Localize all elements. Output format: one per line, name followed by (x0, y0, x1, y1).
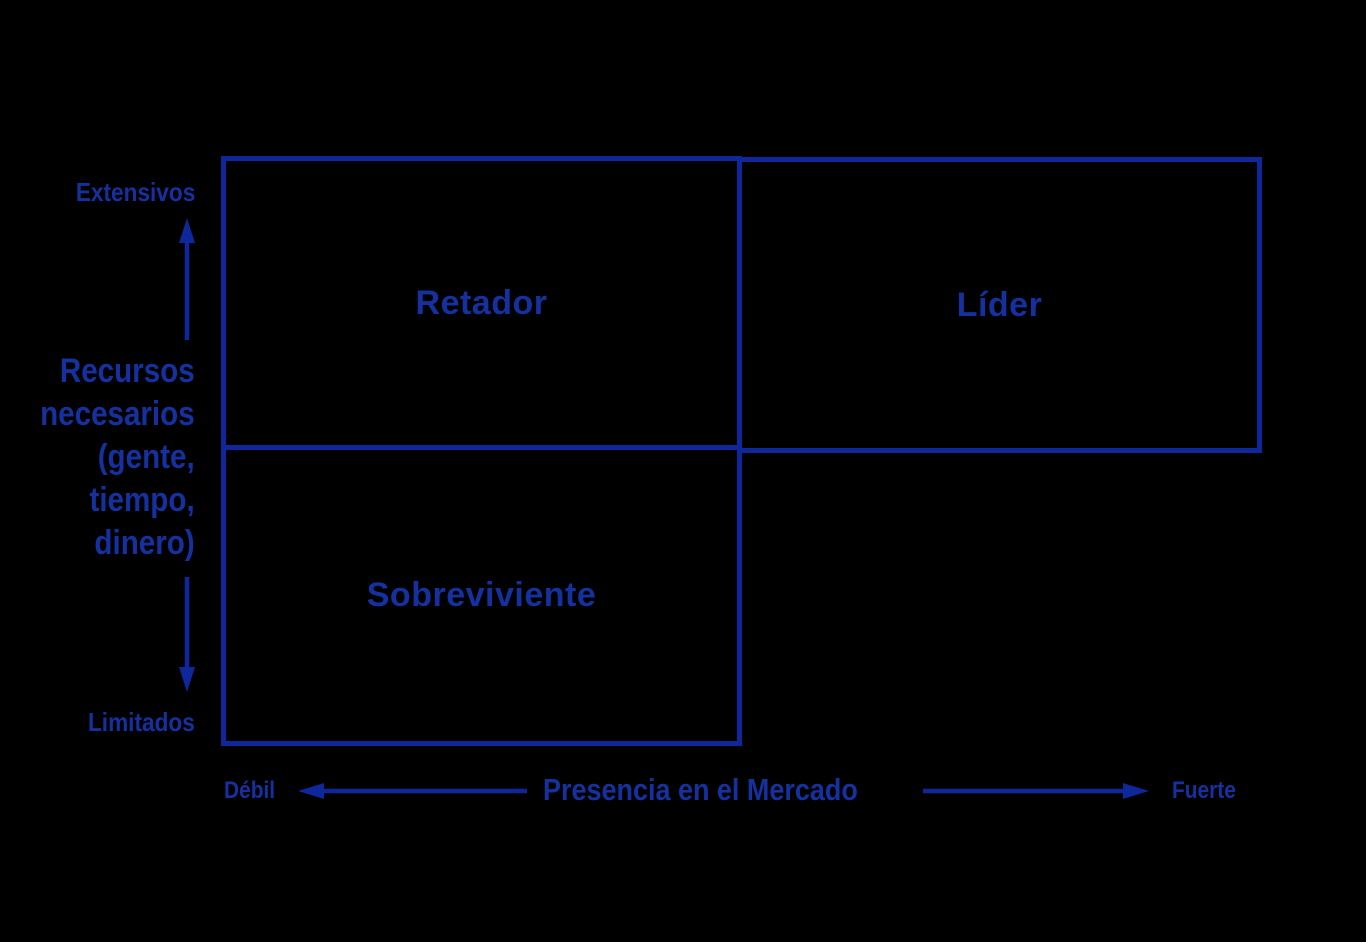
quadrant-label-lider: Líder (956, 285, 1043, 324)
x-axis-max-label: Fuerte (1172, 777, 1236, 804)
quadrant-sobreviviente: Sobreviviente (221, 445, 742, 746)
y-axis-title-line: tiempo, (89, 481, 195, 519)
y-axis-title-line: (gente, (98, 438, 195, 476)
quadrant-retador: Retador (221, 156, 742, 450)
x-axis-arrow-right (923, 783, 1149, 799)
quadrant-label-retador: Retador (415, 283, 548, 322)
y-axis-title-line: necesarios (40, 395, 195, 433)
x-axis-min-label: Débil (224, 777, 276, 804)
y-axis-title-line: Recursos (60, 352, 195, 390)
y-axis-arrow-up (179, 218, 195, 340)
y-axis-title-line: dinero) (94, 524, 195, 562)
y-axis-max-label: Extensivos (75, 177, 195, 207)
y-axis-title: Recursos necesarios (gente, tiempo, dine… (40, 350, 195, 565)
y-axis-min-label: Limitados (88, 707, 195, 737)
quadrant-label-sobreviviente: Sobreviviente (366, 576, 597, 614)
x-axis-arrow-left (298, 783, 527, 799)
y-axis-arrow-down (179, 577, 195, 692)
quadrant-lider: Líder (737, 157, 1262, 453)
x-axis-title: Presencia en el Mercado (543, 772, 858, 807)
